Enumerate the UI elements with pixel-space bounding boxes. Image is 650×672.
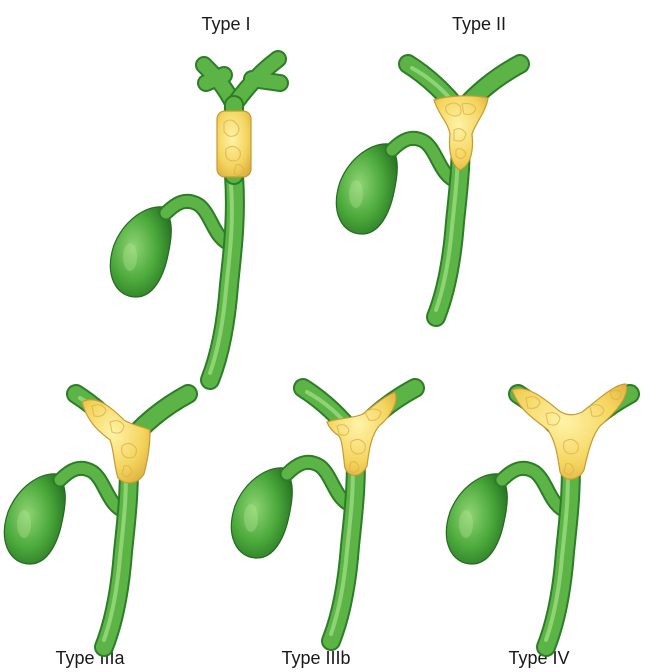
diagram-type-i	[110, 59, 280, 380]
diagram-type-iiib	[231, 388, 415, 641]
diagram-type-iv	[446, 384, 630, 647]
diagram-type-ii	[336, 64, 520, 317]
diagram-type-iiia	[4, 394, 188, 647]
